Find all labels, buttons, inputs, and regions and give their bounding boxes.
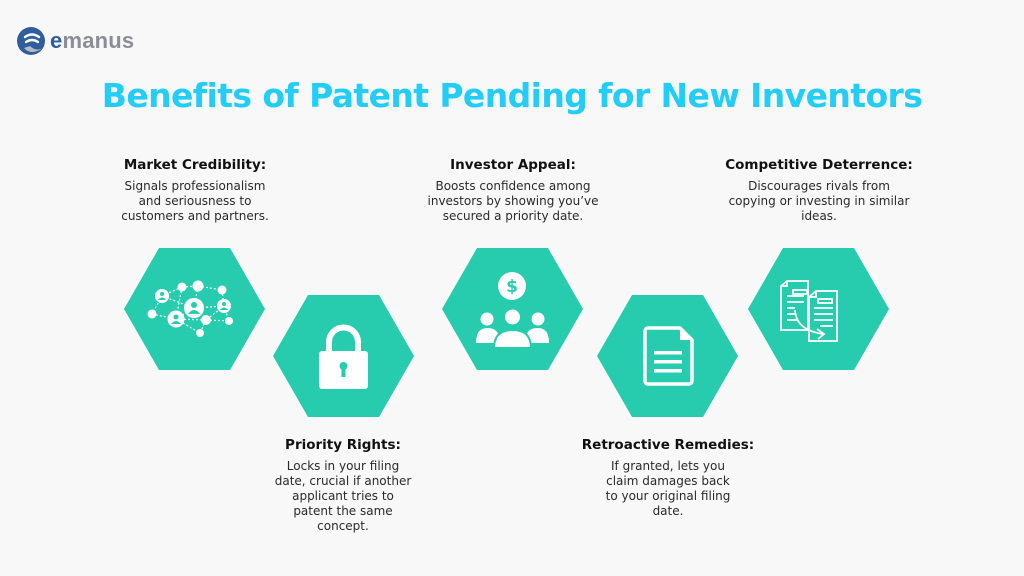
benefit-heading: Priority Rights:	[285, 437, 401, 453]
hexagon-retroactive-remedies	[597, 295, 738, 417]
benefit-retroactive-remedies: Retroactive Remedies: If granted, lets y…	[572, 437, 764, 519]
benefit-heading: Market Credibility:	[123, 157, 267, 173]
hexagon-priority-rights	[273, 295, 414, 417]
benefit-heading: Competitive Deterrence:	[725, 157, 913, 173]
benefit-competitive-deterrence: Competitive Deterrence: Discourages riva…	[709, 157, 929, 224]
hexagon-competitive-deterrence	[748, 248, 889, 370]
copy-documents-icon	[780, 280, 838, 342]
network-people-icon	[147, 280, 233, 337]
brand-name: emanus	[50, 28, 135, 53]
benefit-market-credibility: Market Credibility: Signals professional…	[105, 157, 285, 224]
emanus-logo-icon	[17, 27, 45, 55]
benefit-investor-appeal: Investor Appeal: Boosts confidence among…	[413, 157, 613, 224]
benefit-heading: Retroactive Remedies:	[581, 437, 755, 453]
hexagon-investor-appeal: $	[442, 248, 583, 370]
padlock-icon	[319, 324, 368, 389]
document-icon	[643, 326, 694, 386]
svg-text:$: $	[506, 277, 518, 297]
benefit-heading: Investor Appeal:	[450, 157, 576, 173]
hexagon-market-credibility	[124, 248, 265, 370]
investors-dollar-icon: $	[476, 272, 549, 349]
brand-logo: emanus	[16, 26, 134, 56]
page-title: Benefits of Patent Pending for New Inven…	[101, 76, 923, 115]
